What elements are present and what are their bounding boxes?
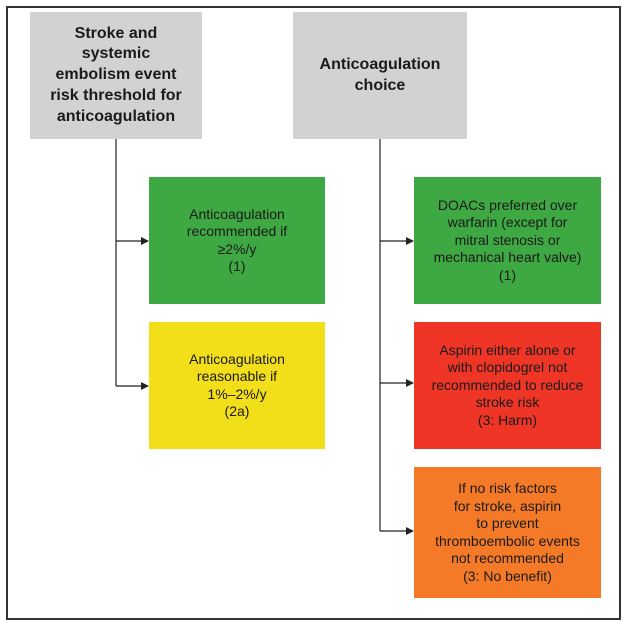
recommended-box: Anticoagulation recommended if ≥2%/y (1) bbox=[149, 177, 325, 304]
right-header-box: Anticoagulation choice bbox=[293, 12, 467, 139]
doacs-box: DOACs preferred over warfarin (except fo… bbox=[414, 177, 601, 304]
aspirin-harm-box: Aspirin either alone or with clopidogrel… bbox=[414, 322, 601, 449]
left-header-box: Stroke and systemic embolism event risk … bbox=[30, 12, 202, 139]
aspirin-no-benefit-box: If no risk factors for stroke, aspirin t… bbox=[414, 467, 601, 598]
reasonable-box: Anticoagulation reasonable if 1%–2%/y (2… bbox=[149, 322, 325, 449]
